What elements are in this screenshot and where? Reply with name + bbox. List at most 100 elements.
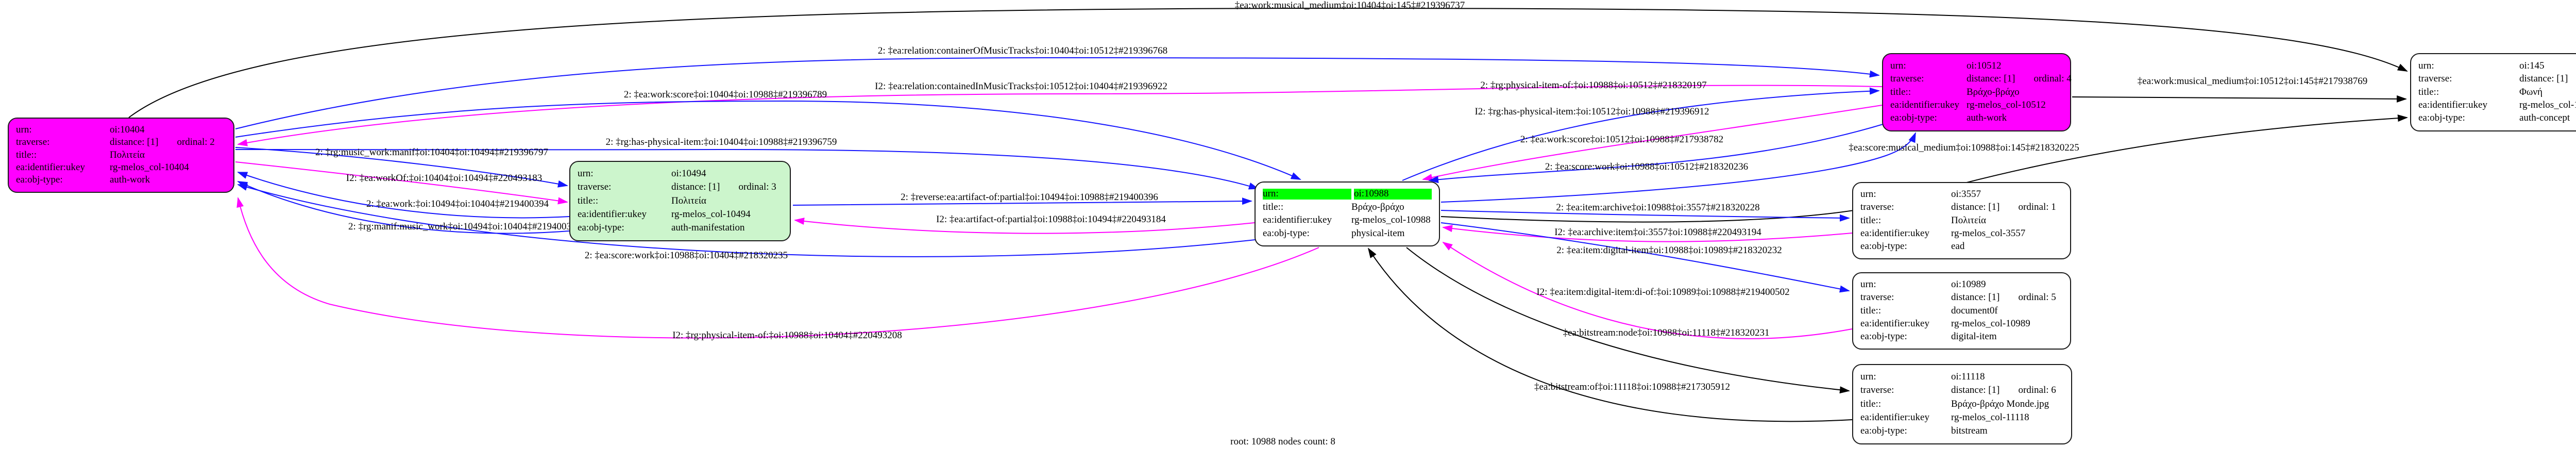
edge-magenta <box>236 197 1319 339</box>
field-key: ea:identifier:ukey <box>1890 99 1959 110</box>
field-value: oi:11118 <box>1951 371 1985 383</box>
edge-blue <box>237 181 570 234</box>
field-value: auth-concept <box>2519 112 2570 124</box>
field-value: Πολιτεία <box>671 195 706 206</box>
field-ordinal: ordinal: 1 <box>2018 202 2056 213</box>
edge-label: ‡ea:bitstream:of‡oi:11118‡oi:10988‡#2173… <box>1534 382 1730 392</box>
node-row: urn:oi:10988 <box>1263 189 1432 200</box>
field-key: traverse: <box>1860 202 1894 213</box>
field-key: urn: <box>16 124 32 135</box>
field-key: traverse: <box>16 137 50 148</box>
edge-label: I2: ‡ea:item:digital-item:di-of:‡oi:1098… <box>1536 287 1790 297</box>
edge-magenta <box>235 161 568 205</box>
field-key: ea:identifier:ukey <box>1860 318 1929 329</box>
field-key: urn: <box>1860 189 1876 200</box>
field-value: ead <box>1951 240 1965 252</box>
edge-label: 2: ‡ea:work:score‡oi:10512‡oi:10988‡#217… <box>1520 134 1724 145</box>
field-key: ea:identifier:ukey <box>2418 99 2487 110</box>
edge-label: 2: ‡ea:item:digital-item‡oi:10988‡oi:109… <box>1556 245 1782 256</box>
node-row: title::Βράχο-βράχο <box>1890 87 2063 98</box>
node-row: urn:oi:10494 <box>578 168 783 179</box>
edge-blue <box>1402 87 1880 181</box>
node-row: title::Βράχο-βράχο <box>1263 202 1432 213</box>
field-value: distance: [1] <box>1951 202 2000 213</box>
edge-blue <box>1440 222 1850 293</box>
edge-label: I2: ‡ea:workOf:‡oi:10404‡oi:10494‡#22049… <box>346 173 543 184</box>
field-key: ea:identifier:ukey <box>578 208 647 220</box>
field-value: rg-melos_col-10989 <box>1951 318 2030 329</box>
edge-label: 2: ‡rg:has-physical-item:‡oi:10404‡oi:10… <box>605 137 837 147</box>
field-key: title:: <box>1860 214 1882 226</box>
field-value: Βράχο-βράχο <box>1967 86 2020 97</box>
node-row: urn:oi:3557 <box>1860 189 2063 200</box>
edge-label: ‡ea:work:musical_medium‡oi:10404‡oi:145‡… <box>1234 0 1465 11</box>
field-value: oi:10512 <box>1967 60 2002 71</box>
node-row: title::document0f <box>1860 305 2063 317</box>
field-key: title:: <box>1263 201 1284 212</box>
field-value: bitstream <box>1951 425 1988 436</box>
node-row: ea:obj-type:auth-work <box>1890 113 2063 124</box>
field-value: oi:10988 <box>1354 189 1432 200</box>
field-value: digital-item <box>1951 330 1997 342</box>
field-value: Πολιτεία <box>110 149 145 160</box>
edge-label: I2: ‡ea:artifact-of:partial‡oi:10988‡oi:… <box>936 214 1166 225</box>
node-row: urn:oi:10512 <box>1890 60 2063 72</box>
field-key: title:: <box>2418 86 2439 97</box>
field-value: distance: [1] <box>110 137 159 148</box>
field-value: rg-melos_col-10512 <box>1967 99 2046 110</box>
edge-label: 2: ‡ea:score:work‡oi:10988‡oi:10404‡#218… <box>584 250 788 261</box>
field-value: oi:10404 <box>110 124 145 135</box>
field-value: rg-melos_col-10404 <box>110 161 189 173</box>
edge-magenta <box>794 218 1255 234</box>
field-ordinal: ordinal: 6 <box>2018 385 2056 396</box>
field-value: oi:10989 <box>1951 279 1986 290</box>
field-key: title:: <box>1860 305 1882 316</box>
field-key: ea:identifier:ukey <box>1263 214 1332 226</box>
field-ordinal: ordinal: 5 <box>2018 292 2056 303</box>
edge-label: 2: ‡ea:item:archive‡oi:10988‡oi:3557‡#21… <box>1556 202 1760 213</box>
field-value: distance: [1] <box>671 181 720 193</box>
field-key: ea:obj-type: <box>2418 112 2465 124</box>
field-key: urn: <box>1860 279 1876 290</box>
field-value: auth-work <box>110 174 150 186</box>
edge-black <box>1406 247 1850 394</box>
field-value: Φωνή <box>2519 86 2543 97</box>
edge-blue <box>235 100 1301 180</box>
node-row: title::Πολιτεία <box>16 150 226 161</box>
node-row: traverse:distance: [1]ordinal: 2 <box>16 137 226 148</box>
edge-blue <box>237 184 1260 257</box>
field-key: urn: <box>2418 60 2434 71</box>
node-row: title::Πολιτεία <box>578 195 783 207</box>
node-oi3557: urn:oi:3557 traverse: distance: [1] ordinal… <box>1852 182 2071 259</box>
field-value: physical-item <box>1351 227 1405 239</box>
edge-blue <box>235 148 1259 190</box>
node-row: ea:identifier:ukey rg-melos_col-10989 <box>1860 318 2063 329</box>
edge-label: I2: ‡ea:archive:item‡oi:3557‡oi:10988‡#2… <box>1554 227 1761 238</box>
field-key: title:: <box>16 149 37 160</box>
field-key: ea:obj-type: <box>1263 227 1310 239</box>
edge-black <box>1367 247 1853 422</box>
edge-label: 2: ‡ea:relation:containerOfMusicTracks‡o… <box>877 45 1168 56</box>
edge-blue <box>1440 210 1850 222</box>
node-row: ea:identifier:ukey rg-melos_col-10988 <box>1263 214 1432 226</box>
field-key: traverse: <box>578 181 612 193</box>
field-key: title:: <box>1890 86 1911 97</box>
node-row: urn:oi:145 <box>2418 60 2576 72</box>
field-value: rg-melos_col-10988 <box>1351 214 1431 226</box>
field-value: rg-melos_col-11118 <box>1951 411 2029 423</box>
field-value: distance: [1] <box>1967 73 2015 85</box>
edge-blue <box>792 197 1252 206</box>
edge-magenta <box>1422 105 1883 181</box>
field-key: traverse: <box>1860 385 1894 396</box>
field-ordinal: ordinal: 3 <box>738 181 776 193</box>
node-row: traverse:distance: [1]ordinal: 4 <box>1890 73 2072 85</box>
